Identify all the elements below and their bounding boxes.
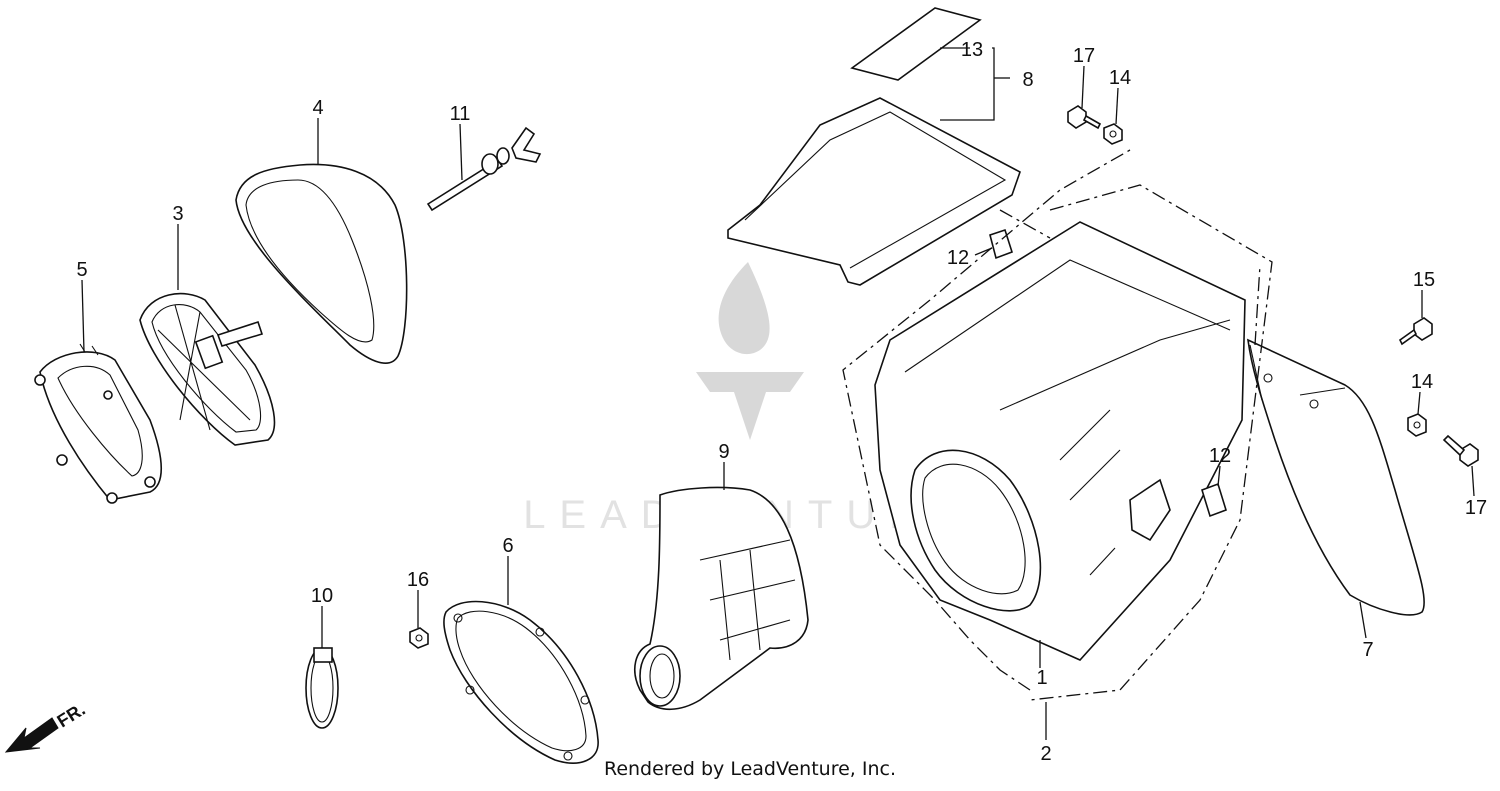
part-12-clip-upper — [989, 228, 1013, 260]
callout-12-side: 12 — [1209, 445, 1231, 467]
callout-16: 16 — [407, 569, 429, 591]
part-7-mud-guard — [1247, 338, 1425, 616]
part-10-hose-clamp — [305, 647, 339, 729]
part-17-bolt-lower — [1442, 434, 1479, 467]
callout-6: 6 — [502, 535, 513, 557]
callout-3: 3 — [172, 203, 183, 225]
callout-15: 15 — [1413, 269, 1435, 291]
front-direction-marker: FR. — [4, 699, 89, 753]
part-5-base-plate — [34, 343, 163, 504]
part-14-nut-upper — [1103, 123, 1123, 145]
part-6-gasket — [443, 600, 599, 764]
callout-5: 5 — [76, 259, 87, 281]
callout-8: 8 — [1022, 69, 1033, 91]
callout-10: 10 — [311, 585, 333, 607]
part-13-decal — [850, 7, 982, 81]
part-11-wing-bolt — [426, 126, 542, 212]
part-9-intake-boot — [634, 486, 809, 711]
part-17-bolt-upper — [1067, 105, 1102, 130]
callout-2: 2 — [1040, 743, 1051, 765]
callout-9: 9 — [718, 441, 729, 463]
callout-14-upper: 14 — [1109, 67, 1131, 89]
front-arrow-icon — [4, 717, 59, 753]
footer-credit: Rendered by LeadVenture, Inc. — [603, 758, 897, 780]
callout-13: 13 — [961, 39, 983, 61]
part-8-cover — [727, 97, 1021, 286]
callout-17-lower: 17 — [1465, 497, 1487, 519]
front-marker-label: FR. — [54, 699, 89, 731]
part-3-filter-cage — [139, 292, 276, 446]
part-12-clip-side — [1201, 482, 1227, 518]
callout-1: 1 — [1036, 667, 1047, 689]
assembly-outline-lines — [842, 149, 1273, 701]
callout-labels: 1 2 3 4 5 6 7 8 9 10 11 12 12 13 14 14 1… — [76, 39, 1487, 765]
part-16-nut — [409, 627, 429, 649]
part-14-nut-lower — [1407, 413, 1427, 437]
callout-14-lower: 14 — [1411, 371, 1433, 393]
callout-12-upper: 12 — [947, 247, 969, 269]
leader-lines — [81, 47, 1475, 740]
part-4-foam-filter — [235, 163, 408, 364]
callout-11: 11 — [450, 103, 471, 125]
part-1-airbox — [874, 221, 1246, 661]
callout-7: 7 — [1362, 639, 1373, 661]
watermark-logo — [696, 262, 804, 440]
callout-17-upper: 17 — [1073, 45, 1095, 67]
part-15-bolt — [1398, 317, 1433, 346]
callout-4: 4 — [312, 97, 323, 119]
